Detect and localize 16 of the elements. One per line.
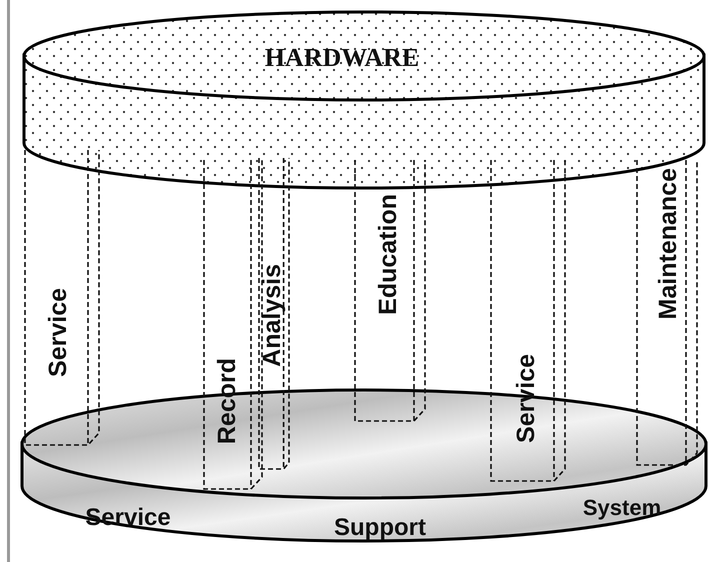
pillar-label: Service bbox=[514, 354, 539, 443]
pillar-outline bbox=[203, 160, 263, 490]
pillar-label: Education bbox=[376, 194, 401, 315]
pillar-outline bbox=[354, 160, 426, 422]
disc-label: System bbox=[582, 497, 662, 519]
pillar-label: Analysis bbox=[260, 264, 285, 367]
pillar-label: Maintenance bbox=[656, 168, 681, 320]
pillar-label: Record bbox=[215, 358, 240, 444]
pillar-label: Service bbox=[46, 288, 71, 377]
disc-title: HARDWARE bbox=[264, 45, 420, 71]
pillar-outline bbox=[636, 160, 698, 466]
pillar-outline bbox=[490, 160, 566, 482]
pillar-outline bbox=[258, 158, 290, 470]
disc-label: Support bbox=[334, 516, 426, 540]
disc-label: Service bbox=[85, 506, 171, 530]
pillar-outline bbox=[24, 150, 100, 446]
